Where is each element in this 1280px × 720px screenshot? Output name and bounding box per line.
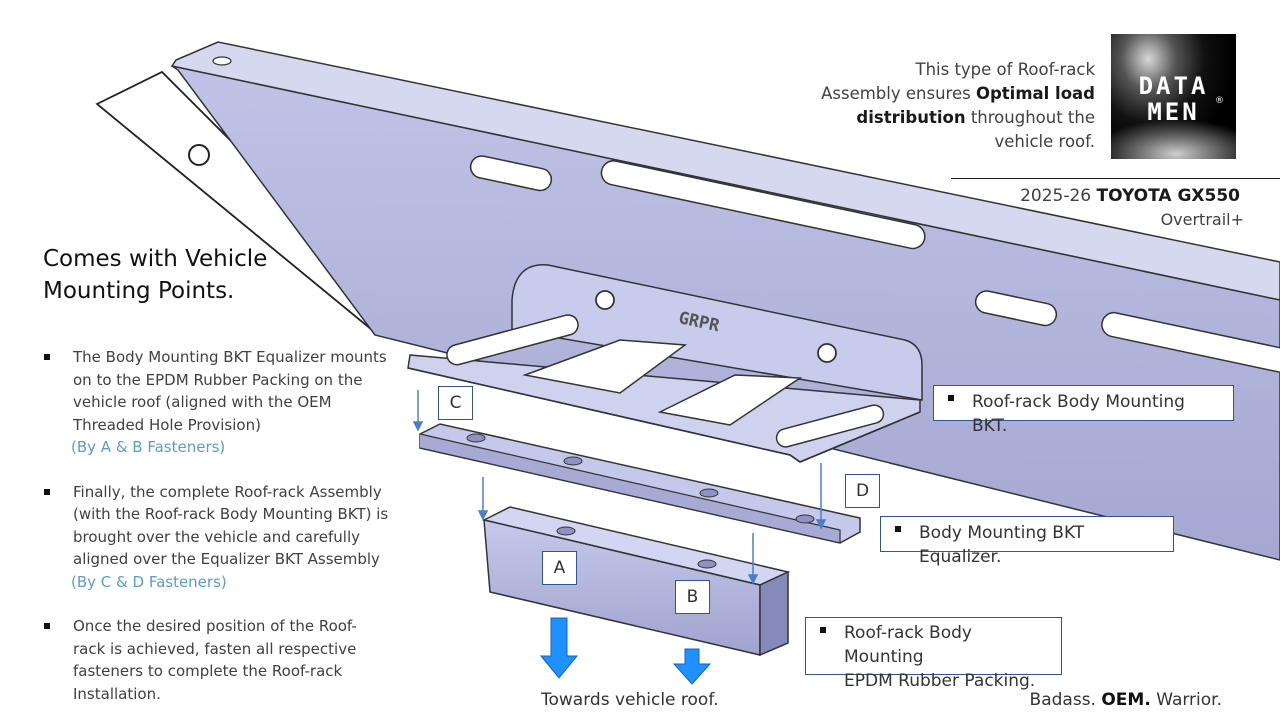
epdm-holes (556, 526, 717, 569)
intro-line-4: vehicle roof. (994, 132, 1095, 151)
intro-line-1: This type of Roof-rack (915, 60, 1095, 79)
flange-hole (188, 144, 210, 166)
vehicle-model: 2025-26 TOYOTA GX550 Overtrail+ (1020, 184, 1244, 232)
intro-line-2: Assembly ensures (821, 84, 976, 103)
rail-slots (469, 155, 1280, 375)
bullet-icon (44, 488, 50, 495)
guide-arrows (412, 390, 827, 585)
list-item: Finally, the complete Roof-rack Assembly… (44, 481, 389, 594)
intro-line-3: throughout the (965, 108, 1095, 127)
tagline: Badass. OEM. Warrior. (1030, 690, 1222, 710)
bullet-icon (44, 354, 50, 360)
tagline-part: Badass. (1029, 690, 1102, 710)
list-item-text: Finally, the complete Roof-rack Assembly… (73, 482, 389, 569)
model-name: TOYOTA GX550 (1096, 186, 1241, 206)
callout-body-bkt: Roof-rack Body Mounting BKT. (933, 385, 1234, 436)
callout-equalizer: Body Mounting BKT Equalizer. (880, 516, 1174, 567)
heading-line-2: Mounting Points. (43, 278, 235, 304)
logo-line-1: DATA (1138, 72, 1209, 100)
rail-top-lip (170, 41, 1280, 301)
list-item-text: The Body Mounting BKT Equalizer mounts o… (73, 348, 387, 434)
heading-line-1: Comes with Vehicle (43, 246, 268, 272)
fastener-note: (By A & B Fasteners) (71, 438, 226, 456)
callout-epdm-packing: Roof-rack Body Mounting EPDM Rubber Pack… (805, 617, 1062, 691)
fastener-label-b: B (675, 580, 710, 614)
fastener-label-c: C (438, 386, 473, 420)
intro-emphasis: distribution (856, 108, 966, 127)
header-divider (951, 178, 1280, 179)
logo-line-2: MEN (1147, 98, 1200, 126)
bullet-icon (820, 627, 826, 633)
datamen-logo: DATA MEN ® (1111, 34, 1236, 159)
instruction-list: The Body Mounting BKT Equalizer mounts o… (44, 346, 389, 720)
fastener-note: (By C & D Fasteners) (71, 572, 227, 591)
roof-direction-caption: Towards vehicle roof. (541, 690, 719, 710)
equalizer-holes (466, 433, 815, 524)
fastener-label-d: D (845, 474, 880, 508)
bracket-cutouts (446, 314, 885, 448)
list-item: Once the desired position of the Roof-ra… (44, 615, 389, 705)
bracket-hole (817, 343, 837, 363)
callout-label: Body Mounting BKT Equalizer. (919, 523, 1085, 567)
model-year: 2025-26 (1020, 186, 1097, 206)
list-item-text: Once the desired position of the Roof-ra… (73, 617, 357, 703)
logo-registered-mark: ® (1215, 96, 1224, 106)
tagline-emphasis: OEM. (1101, 690, 1151, 710)
intro-emphasis: Optimal load (975, 84, 1095, 103)
model-trim: Overtrail+ (1160, 210, 1244, 229)
callout-label: Roof-rack Body Mounting (844, 623, 972, 667)
rail-top-hole (212, 56, 232, 66)
tagline-part: Warrior. (1150, 690, 1222, 710)
list-item: The Body Mounting BKT Equalizer mounts o… (44, 346, 389, 459)
epdm-block-end (759, 570, 789, 657)
section-heading: Comes with Vehicle Mounting Points. (43, 243, 343, 307)
bullet-icon (895, 526, 901, 532)
callout-label: EPDM Rubber Packing. (844, 671, 1036, 691)
bullet-icon (948, 395, 954, 401)
callout-label: Roof-rack Body Mounting BKT. (972, 392, 1185, 436)
bullet-icon (44, 623, 50, 629)
bracket-hole (595, 290, 615, 310)
fastener-label-a: A (542, 551, 577, 585)
intro-text: This type of Roof-rack Assembly ensures … (795, 58, 1095, 154)
roof-direction-arrows (539, 617, 712, 685)
